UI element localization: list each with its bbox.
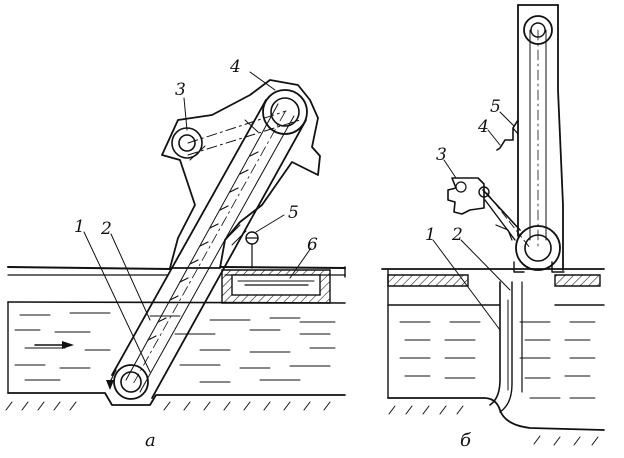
label-a-4: 4 xyxy=(229,57,241,77)
bottom-b xyxy=(387,397,605,446)
label-a-6: 6 xyxy=(307,235,318,255)
label-b-1: 1 xyxy=(425,225,436,245)
label-a-2: 2 xyxy=(100,219,112,239)
valve-5-a xyxy=(224,224,259,269)
water-a xyxy=(7,301,336,394)
leaders-a xyxy=(83,71,312,373)
lower-pulley-b xyxy=(515,225,561,271)
label-b-3: 3 xyxy=(436,145,447,165)
frame-b xyxy=(482,4,565,273)
bottom-a xyxy=(5,392,346,411)
pivot-3-a xyxy=(171,127,203,159)
label-a-3: 3 xyxy=(175,80,186,100)
lower-sprocket-a xyxy=(106,364,149,400)
leaders-b xyxy=(432,111,515,331)
pivot-4-a xyxy=(262,89,308,135)
deck-b xyxy=(381,268,605,399)
label-a-5: 5 xyxy=(288,203,299,223)
channel-b xyxy=(489,281,523,413)
conveyor-a xyxy=(111,99,307,399)
water-b xyxy=(399,321,596,399)
channel-6 xyxy=(221,269,331,304)
upper-pulley-b xyxy=(523,15,553,45)
label-b-2: 2 xyxy=(451,225,463,245)
caption-b: б xyxy=(460,430,472,451)
figure-a: 1 2 3 4 5 6 а xyxy=(5,57,346,451)
caption-a: а xyxy=(145,430,156,451)
label-b-4: 4 xyxy=(477,117,489,137)
figure-b: 1 2 3 4 5 б xyxy=(381,4,605,451)
label-a-1: 1 xyxy=(74,217,85,237)
flow-arrow-icon xyxy=(34,341,74,349)
block-3-b xyxy=(447,177,490,215)
label-b-5: 5 xyxy=(490,97,501,117)
